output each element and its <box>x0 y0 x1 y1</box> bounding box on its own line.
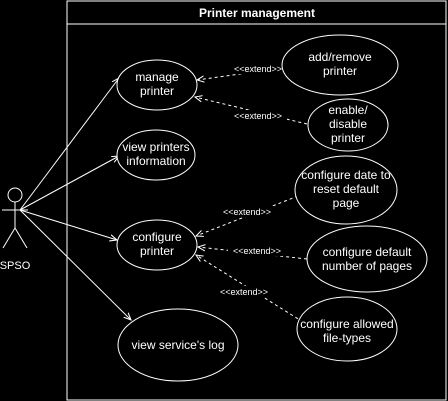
extend-label-text: <<extend>> <box>234 64 282 74</box>
extend-label-4: <<extend>> <box>228 245 286 256</box>
association-manage-printer <box>19 78 119 211</box>
extend-label-5: <<extend>> <box>215 286 273 297</box>
extend-label-2: <<extend>> <box>229 110 287 121</box>
actor-head <box>7 187 23 203</box>
extend-label-text: <<extend>> <box>234 111 282 121</box>
system-title: Printer management <box>199 6 315 20</box>
extend-enable-disable-printer <box>195 97 308 125</box>
actor-right-leg <box>14 227 28 249</box>
extend-label-text: <<extend>> <box>220 287 268 297</box>
system-boundary <box>66 0 447 401</box>
association-view-printers-information <box>19 156 119 211</box>
extend-label-text: <<extend>> <box>233 246 281 256</box>
association-configure-printer <box>19 209 117 240</box>
use-case-label: view service's log <box>132 338 225 352</box>
association-view-service-log <box>19 209 131 320</box>
extend-label-text: <<extend>> <box>223 207 271 217</box>
actor-left-leg <box>2 227 16 249</box>
use-case-view-service-log[interactable]: view service's log <box>117 308 239 382</box>
extend-label-3: <<extend>> <box>218 206 276 217</box>
actor-label: SPSO <box>0 260 31 272</box>
extend-label-1: <<extend>> <box>229 63 287 74</box>
actor-spso: SPSO <box>0 187 31 272</box>
